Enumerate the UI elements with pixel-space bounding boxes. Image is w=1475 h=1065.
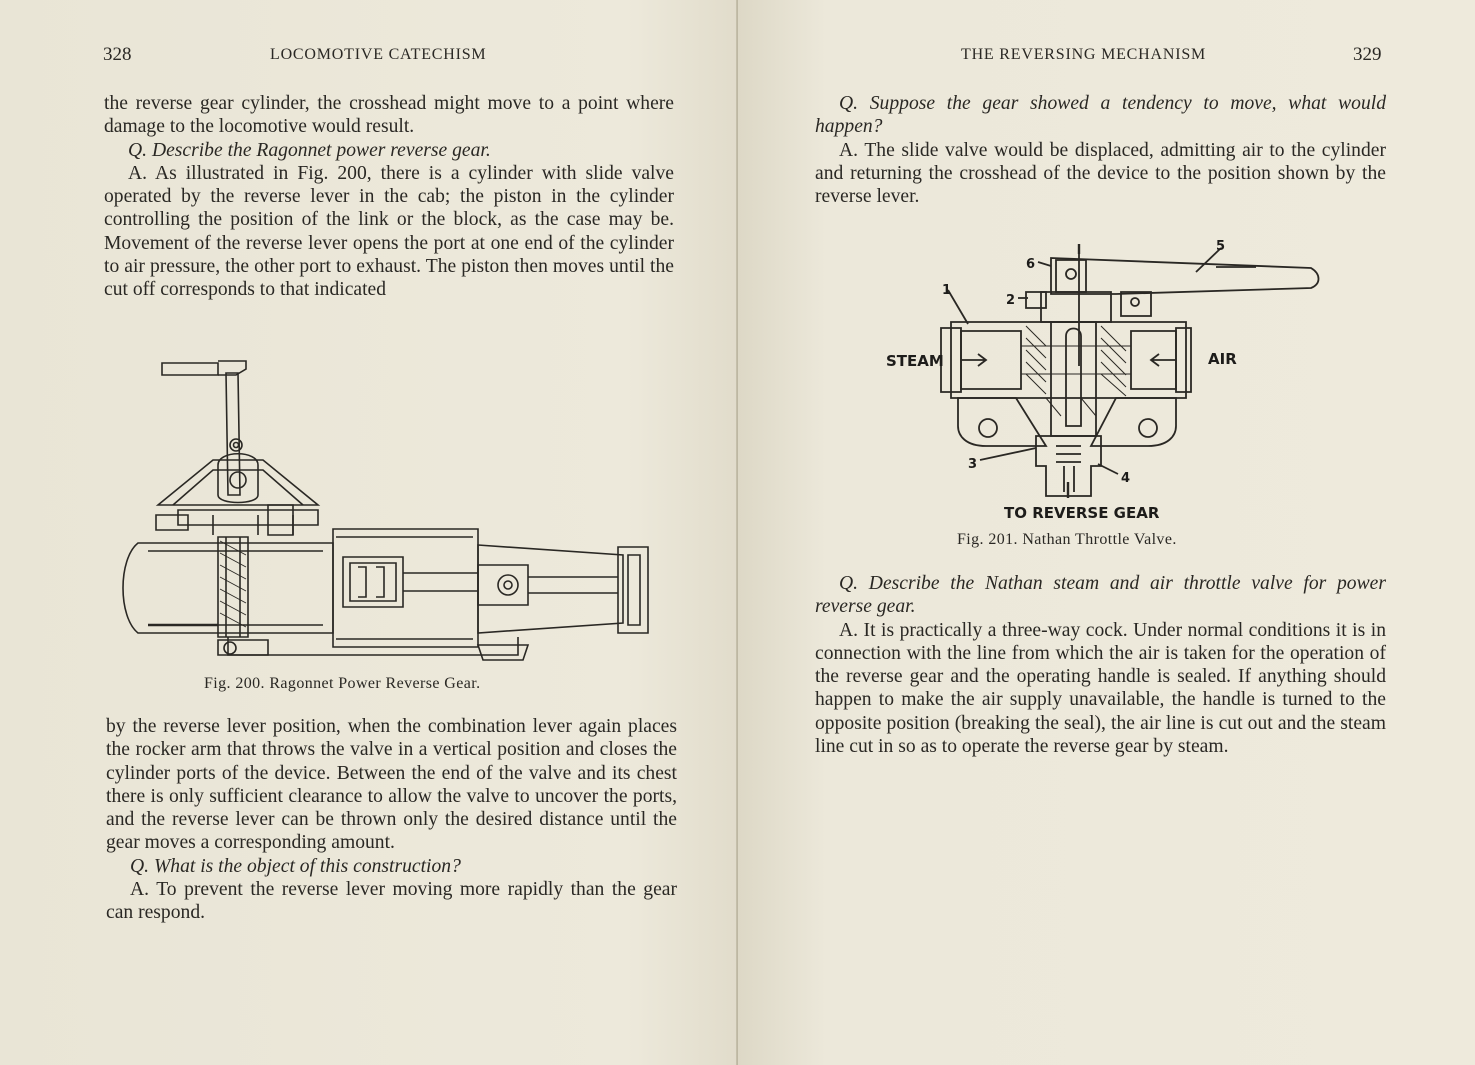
answer: A. It is practically a three-way cock. U…	[815, 619, 1386, 758]
left-page: 328 LOCOMOTIVE CATECHISM the reverse gea…	[0, 0, 738, 1065]
right-page: THE REVERSING MECHANISM 329 Q. Suppose t…	[738, 0, 1475, 1065]
running-head: LOCOMOTIVE CATECHISM	[270, 46, 487, 63]
question: Q. What is the object of this constructi…	[130, 855, 461, 877]
air-label: AIR	[1208, 350, 1237, 368]
to-reverse-gear-label: TO REVERSE GEAR	[1004, 504, 1160, 522]
page-number: 329	[1353, 44, 1382, 65]
body-text-top: Q. Suppose the gear showed a tendency to…	[815, 92, 1386, 208]
figure-caption: Fig. 201. Nathan Throttle Valve.	[957, 531, 1177, 548]
callout-2: 2	[1006, 293, 1015, 308]
answer: A. To prevent the reverse lever moving m…	[106, 879, 677, 924]
question: Q. Describe the Ragonnet power reverse g…	[128, 139, 491, 161]
question: Q. Suppose the gear showed a tendency to…	[815, 93, 1386, 138]
paragraph: by the reverse lever position, when the …	[106, 716, 677, 854]
body-text-bottom: by the reverse lever position, when the …	[106, 715, 677, 925]
callout-3: 3	[968, 457, 977, 472]
steam-label: STEAM	[886, 352, 944, 370]
running-head: THE REVERSING MECHANISM	[961, 46, 1207, 63]
callout-4: 4	[1121, 471, 1130, 486]
callout-5: 5	[1216, 239, 1225, 254]
callout-6: 6	[1026, 257, 1035, 272]
callout-1: 1	[942, 283, 951, 298]
body-text-top: the reverse gear cylinder, the crosshead…	[104, 92, 674, 302]
figure-caption: Fig. 200. Ragonnet Power Reverse Gear.	[204, 675, 481, 692]
answer: A. As illustrated in Fig. 200, there is …	[104, 162, 674, 301]
nathan-throttle-valve-drawing: STEAM AIR TO REVERSE GEAR 1 2 3 4 5 6	[886, 239, 1320, 522]
ragonnet-reverse-gear-drawing	[122, 360, 649, 661]
body-text-bottom: Q. Describe the Nathan steam and air thr…	[815, 572, 1386, 758]
paragraph: the reverse gear cylinder, the crosshead…	[104, 93, 674, 138]
answer: A. The slide valve would be displaced, a…	[815, 139, 1386, 208]
question: Q. Describe the Nathan steam and air thr…	[815, 573, 1386, 618]
page-number: 328	[103, 44, 132, 65]
